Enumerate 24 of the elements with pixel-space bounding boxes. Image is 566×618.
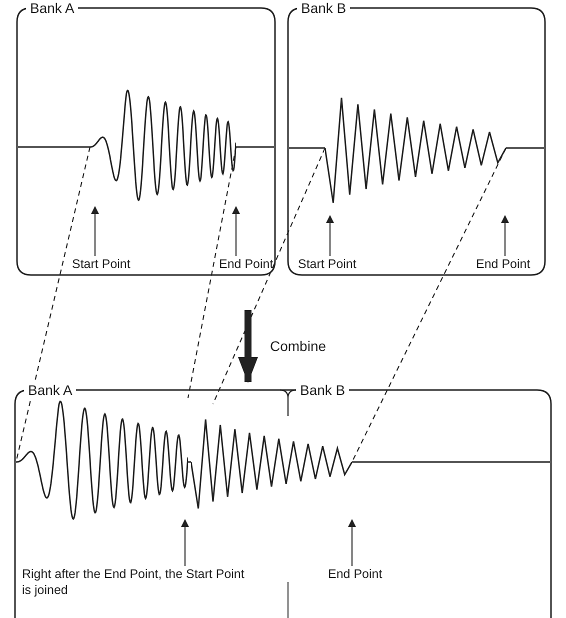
point-label: End Point [219,256,276,272]
dashed-connector [212,148,326,404]
waveform-panel [16,0,276,276]
edge-label: Combine [270,338,326,354]
leader-arrow [348,519,356,566]
point-label: End Point [476,256,536,272]
leader-arrow [232,206,240,256]
point-label: Right after the End Point, the Start Point is joined [22,566,254,598]
leader-arrow [501,215,509,256]
combine-arrow [238,310,258,383]
section-title: Bank B [296,382,350,398]
leader-arrow [91,206,99,256]
dashed-connector [352,148,506,462]
leader-arrow [181,519,189,566]
point-label: End Point [328,566,398,582]
section-title: Bank A [24,382,76,398]
section-title: Bank B [297,0,350,16]
section-title: Bank A [26,0,78,16]
leader-arrow [326,215,334,256]
waveform-panel [287,0,546,276]
combined-waveform-panel [14,382,552,618]
dashed-connector [187,146,237,398]
point-label: Start Point [298,256,374,272]
point-label: Start Point [72,256,148,272]
